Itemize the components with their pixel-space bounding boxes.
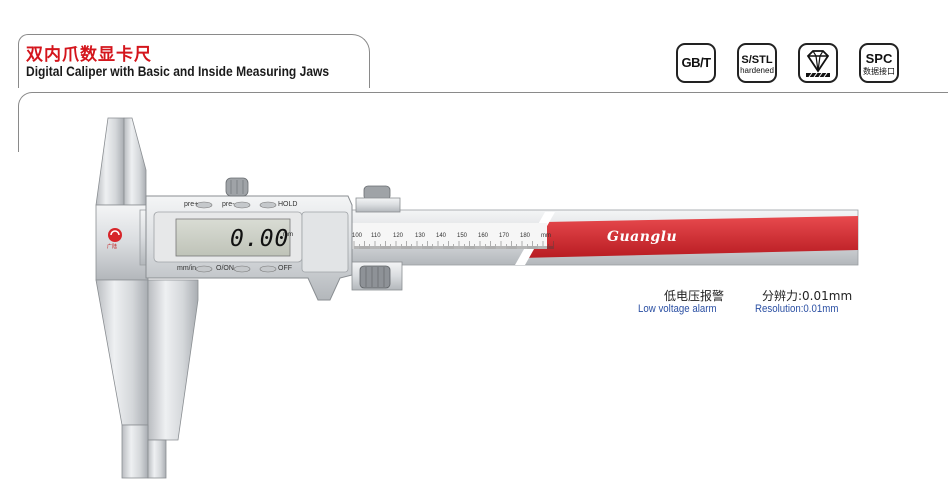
title-chinese: 双内爪数显卡尺 <box>26 45 152 65</box>
low-voltage-alarm-cn: 低电压报警 <box>664 289 725 303</box>
resolution-cn: 分辨力:0.01mm <box>762 287 852 304</box>
scale-number: 180 <box>520 233 531 239</box>
pre-plus-button <box>195 201 213 209</box>
resolution-en: Resolution:0.01mm <box>755 303 839 315</box>
inside-jaw-tip-left <box>121 424 149 479</box>
sstl-badge-label: S/STL <box>741 54 773 66</box>
scale-number: 100 <box>352 233 363 239</box>
upper-inside-jaw-fixed <box>95 117 125 206</box>
scale-number: 130 <box>415 233 426 239</box>
spc-badge-label: SPC <box>865 51 893 66</box>
on-label: O/ON <box>216 265 234 272</box>
scale-number: 110 <box>371 233 381 239</box>
scale-number: 120 <box>393 233 404 239</box>
brand-logo-icon <box>108 228 122 242</box>
scale-number: 140 <box>436 233 447 239</box>
hold-button <box>259 201 277 209</box>
diamond-icon <box>806 50 830 78</box>
upper-inside-jaw-slide <box>123 117 147 206</box>
resolution-value: 0.01mm <box>802 289 853 303</box>
spc-badge-sub: 数据接口 <box>863 67 895 76</box>
mm-in-button <box>195 265 213 273</box>
low-voltage-alarm-en: Low voltage alarm <box>638 303 717 315</box>
pre-plus-label: pre+ <box>184 201 199 208</box>
off-label: OFF <box>278 265 292 272</box>
diamond-badge <box>798 43 838 83</box>
gbt-badge-label: GB/T <box>681 55 711 70</box>
lower-fixed-jaw <box>95 279 149 426</box>
off-button <box>259 265 277 273</box>
red-band <box>520 216 858 258</box>
title-tab <box>18 34 370 88</box>
gbt-standard-badge: GB/T <box>676 43 716 83</box>
scale-strip <box>352 223 547 249</box>
fixed-jaw-body <box>95 204 149 281</box>
lcd-unit: mm <box>283 232 293 238</box>
sstl-badge-sub: hardened <box>740 66 774 75</box>
lcd-screen <box>175 218 291 257</box>
content-frame <box>18 92 948 152</box>
title-english: Digital Caliper with Basic and Inside Me… <box>26 63 330 79</box>
stainless-steel-badge: S/STL hardened <box>737 43 777 83</box>
brand-logo-text: 广陆 <box>107 244 118 250</box>
on-button <box>233 265 251 273</box>
inside-jaw-tip-right <box>147 439 167 479</box>
scale-number: 150 <box>457 233 468 239</box>
side-panel <box>301 211 349 273</box>
hold-label: HOLD <box>278 201 298 208</box>
scale-unit: mm <box>541 233 551 239</box>
resolution-cn-label: 分辨力: <box>762 289 803 303</box>
pre-minus-button <box>233 201 251 209</box>
lcd-reading: 0.00 <box>230 226 290 252</box>
mm-in-label: mm/in <box>177 265 197 272</box>
scale-number: 160 <box>478 233 489 239</box>
spc-data-output-badge: SPC 数据接口 <box>859 43 899 83</box>
pre-minus-label: pre- <box>222 201 235 208</box>
thumb-roller <box>359 265 391 289</box>
scale-ticks <box>353 241 554 249</box>
scale-number: 170 <box>499 233 510 239</box>
brand-name: Guanglu <box>607 229 678 245</box>
lower-sliding-jaw <box>147 279 199 441</box>
